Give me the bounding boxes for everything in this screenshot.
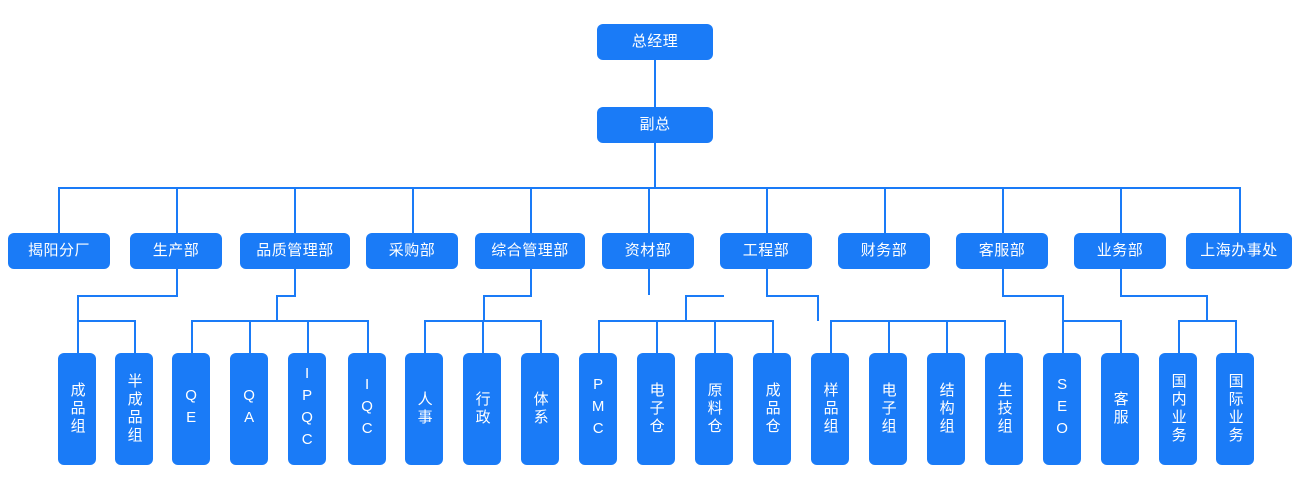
- node-team-structure-group[interactable]: 结构组: [927, 353, 965, 465]
- drop-d03: [294, 187, 296, 233]
- node-team-finished-goods-group[interactable]: 成品组: [58, 353, 96, 465]
- connector-d05-drop: [530, 269, 532, 295]
- drop-t07: [424, 320, 426, 353]
- drop-d02: [176, 187, 178, 233]
- bus-d09-children: [1062, 320, 1121, 322]
- drop-t10: [598, 320, 600, 353]
- connector-d10-stem: [1206, 295, 1208, 321]
- drop-t13: [772, 320, 774, 353]
- node-department-engineering[interactable]: 工程部: [720, 233, 812, 269]
- node-department-purchasing[interactable]: 采购部: [366, 233, 458, 269]
- connector-d05-jog: [483, 295, 532, 297]
- connector-d01-drop: [176, 269, 178, 295]
- drop-d11: [1239, 187, 1241, 233]
- drop-t17: [1004, 320, 1006, 353]
- connector-d09-jog2: [1002, 295, 1064, 297]
- connector-d01-stem: [77, 295, 79, 321]
- node-department-production[interactable]: 生产部: [130, 233, 222, 269]
- drop-d06: [648, 187, 650, 233]
- drop-d08: [884, 187, 886, 233]
- bus-d03-children: [191, 320, 369, 322]
- node-team-international-sales[interactable]: 国际业务: [1216, 353, 1254, 465]
- node-vice-president[interactable]: 副总: [597, 107, 713, 143]
- drop-t11: [656, 320, 658, 353]
- node-team-domestic-sales[interactable]: 国内业务: [1159, 353, 1197, 465]
- bus-d06-children: [598, 320, 773, 322]
- connector-d06-drop: [648, 269, 650, 295]
- drop-t01: [77, 320, 79, 353]
- node-team-iqc[interactable]: IQC: [348, 353, 386, 465]
- drop-t03: [191, 320, 193, 353]
- connector-gm-to-vp: [654, 60, 656, 107]
- node-department-quality-management[interactable]: 品质管理部: [240, 233, 350, 269]
- connector-d09-stem: [1062, 295, 1064, 321]
- connector-d06-jog: [685, 295, 724, 297]
- connector-d07-stem: [817, 295, 819, 321]
- node-team-human-resources[interactable]: 人事: [405, 353, 443, 465]
- node-department-materials[interactable]: 资材部: [602, 233, 694, 269]
- drop-d04: [412, 187, 414, 233]
- connector-d03-jog: [276, 295, 296, 297]
- connector-vp-drop: [654, 143, 656, 188]
- node-general-manager[interactable]: 总经理: [597, 24, 713, 60]
- node-team-qa[interactable]: QA: [230, 353, 268, 465]
- drop-d10: [1120, 187, 1122, 233]
- connector-d01-jog: [77, 295, 178, 297]
- bus-d01-children: [77, 320, 136, 322]
- node-team-ipqc[interactable]: IPQC: [288, 353, 326, 465]
- connector-d10-jog: [1120, 295, 1208, 297]
- bus-d07-children: [830, 320, 1005, 322]
- bus-d10-children: [1178, 320, 1236, 322]
- drop-d01: [58, 187, 60, 233]
- drop-t09: [540, 320, 542, 353]
- connector-d05-stem: [483, 295, 485, 321]
- drop-t14: [830, 320, 832, 353]
- drop-t04: [249, 320, 251, 353]
- connector-d06-stem: [685, 295, 687, 321]
- drop-d09: [1002, 187, 1004, 233]
- drop-d05: [530, 187, 532, 233]
- node-team-semi-finished-goods-group[interactable]: 半成品组: [115, 353, 153, 465]
- drop-t12: [714, 320, 716, 353]
- node-department-sales[interactable]: 业务部: [1074, 233, 1166, 269]
- node-department-general-management[interactable]: 综合管理部: [475, 233, 585, 269]
- connector-d07-drop: [766, 269, 768, 295]
- drop-t08: [482, 320, 484, 353]
- drop-t15: [888, 320, 890, 353]
- drop-t02: [134, 320, 136, 353]
- connector-d10-drop: [1120, 269, 1122, 295]
- node-department-finance[interactable]: 财务部: [838, 233, 930, 269]
- node-department-jieyang-branch[interactable]: 揭阳分厂: [8, 233, 110, 269]
- node-department-shanghai-office[interactable]: 上海办事处: [1186, 233, 1292, 269]
- node-team-administration[interactable]: 行政: [463, 353, 501, 465]
- connector-d03-stem: [276, 295, 278, 321]
- node-department-customer-service[interactable]: 客服部: [956, 233, 1048, 269]
- drop-t06: [367, 320, 369, 353]
- drop-t19: [1120, 320, 1122, 353]
- connector-d09-drop: [1002, 269, 1004, 295]
- drop-t05: [307, 320, 309, 353]
- connector-d07-jog: [766, 295, 818, 297]
- node-team-pmc[interactable]: PMC: [579, 353, 617, 465]
- node-team-electronics-warehouse[interactable]: 电子仓: [637, 353, 675, 465]
- drop-d07: [766, 187, 768, 233]
- drop-t18: [1062, 320, 1064, 353]
- node-team-finished-goods-warehouse[interactable]: 成品仓: [753, 353, 791, 465]
- node-team-production-technology-group[interactable]: 生技组: [985, 353, 1023, 465]
- node-team-raw-material-warehouse[interactable]: 原料仓: [695, 353, 733, 465]
- node-team-electronics-group[interactable]: 电子组: [869, 353, 907, 465]
- node-team-qe[interactable]: QE: [172, 353, 210, 465]
- connector-d03-drop: [294, 269, 296, 295]
- node-team-customer-service[interactable]: 客服: [1101, 353, 1139, 465]
- drop-t20: [1178, 320, 1180, 353]
- drop-t21: [1235, 320, 1237, 353]
- drop-t16: [946, 320, 948, 353]
- node-team-seo[interactable]: SEO: [1043, 353, 1081, 465]
- node-team-sample-group[interactable]: 样品组: [811, 353, 849, 465]
- node-team-systems[interactable]: 体系: [521, 353, 559, 465]
